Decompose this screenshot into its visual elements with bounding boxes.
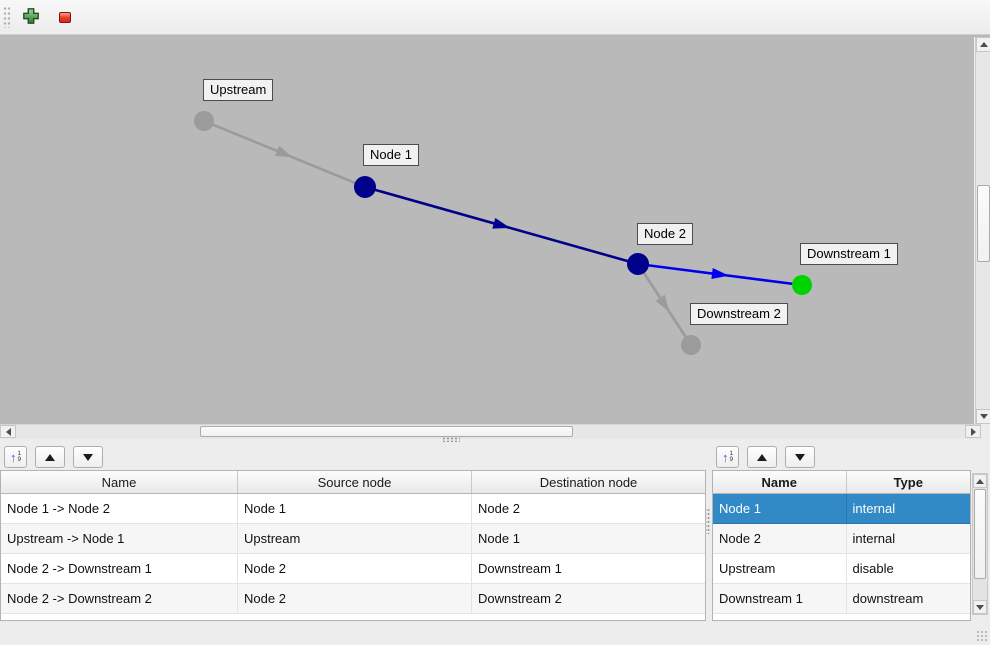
cell-node-2-downstream-1: Node 2 -> Downstream 1 [1, 553, 238, 584]
down-triangle-icon [795, 453, 805, 461]
column-header-type[interactable]: Type [846, 471, 970, 494]
left-arrow-icon [5, 427, 11, 436]
window-resize-grip[interactable] [976, 630, 988, 642]
cell-upstream-node-1: Upstream -> Node 1 [1, 523, 238, 554]
edge-arrow-icon [655, 294, 670, 313]
column-header-destination-node[interactable]: Destination node [471, 471, 705, 494]
node-label-upstream[interactable]: Upstream [203, 79, 274, 101]
move-down-button[interactable] [785, 446, 815, 468]
cell-downstream-2: Downstream 2 [471, 583, 705, 614]
column-header-name[interactable]: Name [1, 471, 238, 494]
sort-ascending-icon [10, 451, 17, 464]
scroll-up-button[interactable] [973, 474, 987, 488]
vertical-scrollbar-thumb[interactable] [977, 185, 990, 262]
cell-upstream: Upstream [237, 523, 472, 554]
cell-disable: disable [846, 553, 970, 584]
edges-panel-toolbar [4, 444, 103, 470]
cell-node-1-node-2: Node 1 -> Node 2 [1, 493, 238, 524]
move-down-button[interactable] [73, 446, 103, 468]
cell-node-2: Node 2 [471, 493, 705, 524]
nodes-scrollbar-thumb[interactable] [974, 489, 986, 579]
scroll-left-button[interactable] [0, 425, 16, 438]
node-downstream-1[interactable] [792, 275, 812, 295]
node-downstream-2[interactable] [681, 335, 701, 355]
column-header-name[interactable]: Name [713, 471, 847, 494]
cell-node-2: Node 2 [237, 553, 472, 584]
cell-node-1: Node 1 [237, 493, 472, 524]
nodes-table-scrollbar[interactable] [972, 473, 988, 615]
down-triangle-icon [83, 453, 93, 461]
cell-internal: internal [846, 523, 970, 554]
move-up-button[interactable] [35, 446, 65, 468]
cell-node-1: Node 1 [471, 523, 705, 554]
sort-button[interactable] [716, 446, 739, 468]
plus-icon [22, 7, 40, 28]
up-triangle-icon [45, 453, 55, 461]
cell-downstream: downstream [846, 583, 970, 614]
minus-icon [59, 11, 71, 23]
graph-svg [194, 111, 812, 355]
node-node-1[interactable] [354, 176, 376, 198]
cell-downstream-1: Downstream 1 [471, 553, 705, 584]
edge-arrow-icon [275, 145, 293, 158]
remove-node-button[interactable] [53, 5, 77, 29]
column-header-source-node[interactable]: Source node [237, 471, 472, 494]
toolbar-grip[interactable] [3, 6, 11, 28]
up-arrow-icon [979, 42, 988, 47]
node-label-downstream-1[interactable]: Downstream 1 [800, 243, 898, 265]
main-toolbar [0, 0, 990, 35]
move-up-button[interactable] [747, 446, 777, 468]
cell-node-2: Node 2 [237, 583, 472, 614]
right-arrow-icon [970, 427, 976, 436]
cell-internal: internal [846, 493, 970, 524]
up-arrow-icon [976, 478, 984, 484]
sort-button[interactable] [4, 446, 27, 468]
add-node-button[interactable] [19, 5, 43, 29]
scroll-right-button[interactable] [965, 425, 981, 438]
sort-digits-icon [17, 451, 21, 464]
toolbar-separator [0, 35, 990, 37]
edge-arrow-icon [492, 218, 511, 229]
node-label-node-2[interactable]: Node 2 [637, 223, 693, 245]
nodes-panel-toolbar [716, 444, 815, 470]
node-label-downstream-2[interactable]: Downstream 2 [690, 303, 788, 325]
sort-ascending-icon [722, 451, 729, 464]
down-arrow-icon [976, 604, 984, 610]
sort-digits-icon [729, 451, 733, 464]
scroll-up-button[interactable] [976, 37, 990, 52]
cell-node-1: Node 1 [713, 493, 847, 524]
canvas-vertical-scrollbar[interactable] [975, 37, 990, 424]
node-label-node-1[interactable]: Node 1 [363, 144, 419, 166]
edge-arrow-icon [711, 268, 729, 279]
scroll-down-button[interactable] [973, 600, 987, 614]
up-triangle-icon [757, 453, 767, 461]
canvas-horizontal-scrollbar[interactable] [0, 424, 981, 439]
panel-splitter-handle[interactable] [704, 508, 710, 534]
pane-splitter-handle[interactable] [442, 437, 460, 442]
cell-downstream-1: Downstream 1 [713, 583, 847, 614]
down-arrow-icon [979, 414, 988, 419]
scroll-down-button[interactable] [976, 409, 990, 424]
horizontal-scrollbar-thumb[interactable] [200, 426, 573, 437]
cell-node-2: Node 2 [713, 523, 847, 554]
node-node-2[interactable] [627, 253, 649, 275]
node-upstream[interactable] [194, 111, 214, 131]
cell-node-2-downstream-2: Node 2 -> Downstream 2 [1, 583, 238, 614]
cell-upstream: Upstream [713, 553, 847, 584]
